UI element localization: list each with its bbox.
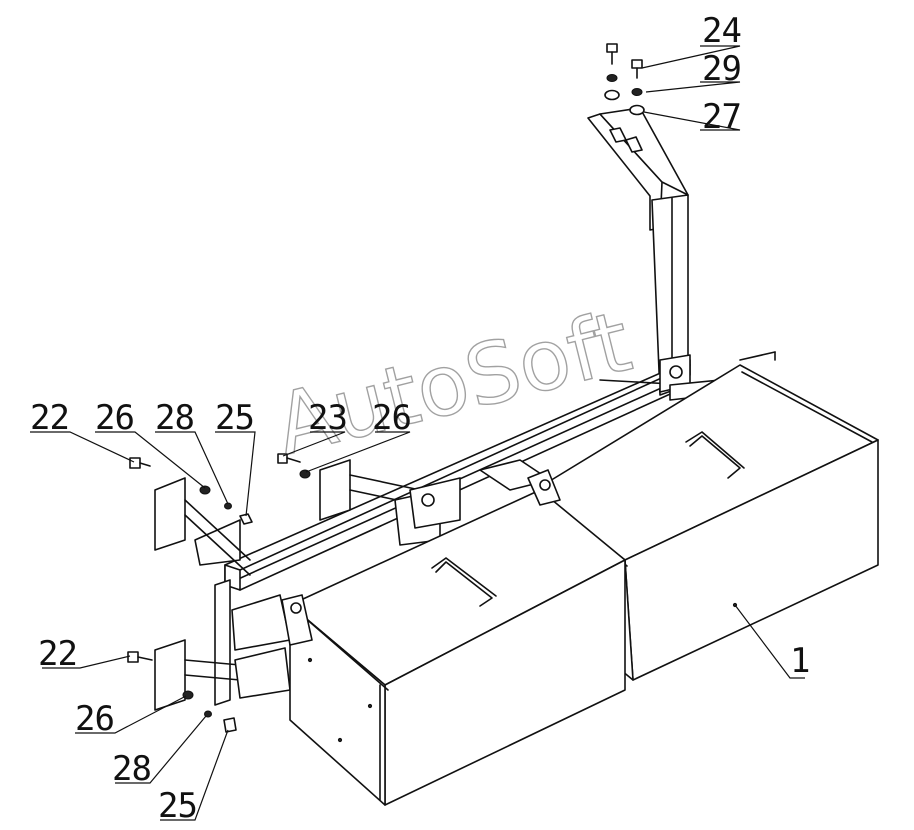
callout-22-upper: 22	[30, 398, 69, 438]
callout-28-upper: 28	[155, 398, 194, 438]
hinge-links	[281, 469, 561, 646]
callout-1: 1	[790, 641, 809, 681]
callout-25-upper: 25	[215, 398, 254, 438]
callout-26-middle: 26	[372, 398, 411, 438]
main-frame-rail	[224, 359, 691, 591]
leader-lines	[30, 45, 805, 821]
battery-box-front	[289, 489, 738, 806]
callout-22-lower: 22	[38, 634, 77, 674]
vertical-bracket	[587, 107, 689, 396]
fasteners-left-lower	[127, 651, 237, 733]
callout-28-lower: 28	[112, 749, 151, 789]
callout-29: 29	[702, 49, 741, 89]
callout-26-lower: 26	[75, 699, 114, 739]
callout-23: 23	[308, 398, 347, 438]
callout-27: 27	[702, 97, 741, 137]
left-frame	[154, 477, 291, 711]
callout-26-upper: 26	[95, 398, 134, 438]
fasteners-top	[604, 43, 645, 116]
fasteners-left-upper	[129, 457, 253, 525]
callout-24: 24	[702, 11, 741, 51]
callout-labels: 24 29 27 22 26 28 25 23 26 22 26 28 25 1	[30, 11, 810, 826]
watermark-text: AutoSoft	[266, 292, 640, 474]
callout-25-lower: 25	[158, 786, 197, 826]
